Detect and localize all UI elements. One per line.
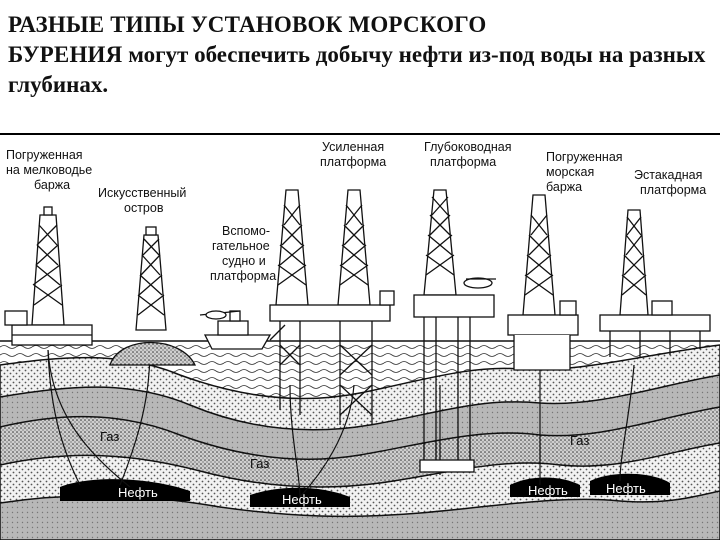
gas-label-3: Газ xyxy=(570,433,589,448)
page-heading: РАЗНЫЕ ТИПЫ УСТАНОВОК МОРСКОГО БУРЕНИЯ м… xyxy=(8,10,712,100)
gas-label-1: Газ xyxy=(100,429,119,444)
auxiliary-vessel xyxy=(199,310,286,350)
label-barge-sea-line-1: Погруженная xyxy=(546,150,623,164)
label-barge-sea: Погруженная морская баржа xyxy=(546,150,623,194)
label-barge-sea-line-3: баржа xyxy=(546,180,582,194)
rig-shallow-barge xyxy=(4,206,93,346)
label-aux-vessel-line-1: Вспомо- xyxy=(222,224,270,238)
label-barge-shallow-line-3: баржа xyxy=(34,178,70,192)
label-artificial-island: Искусственный остров xyxy=(98,186,186,215)
label-deepwater-platform-line-1: Глубоководная xyxy=(424,140,512,154)
label-aux-vessel: Вспомо- гательное судно и платформа xyxy=(210,224,276,283)
label-reinforced-platform-line-2: платформа xyxy=(320,155,386,169)
heading-caps-word: БУРЕНИЯ xyxy=(8,42,123,67)
heading-rest: могут обеспечить добычу нефти из-под вод… xyxy=(8,42,706,97)
label-reinforced-platform: Усиленная платформа xyxy=(320,140,386,169)
oil-label-4: Нефть xyxy=(606,481,646,496)
label-trestle-platform-line-1: Эстакадная xyxy=(634,168,702,182)
oil-pocket-right-1 xyxy=(510,477,580,497)
label-aux-vessel-line-4: платформа xyxy=(210,269,276,283)
rig-trestle-platform xyxy=(599,209,711,357)
oil-pocket-right-2 xyxy=(590,473,670,495)
label-barge-shallow: Погруженная на мелководье баржа xyxy=(6,148,92,192)
oil-pocket-left xyxy=(60,479,190,501)
label-barge-shallow-line-2: на мелководье xyxy=(6,163,92,177)
offshore-drilling-illustration: Газ Газ Газ Нефть Нефть Нефть Нефть xyxy=(0,133,720,542)
rig-artificial-island xyxy=(109,226,197,366)
rig-reinforced-platform xyxy=(269,189,395,425)
rig-sea-barge xyxy=(507,194,579,371)
label-artificial-island-line-2: остров xyxy=(124,201,164,215)
rig-deepwater-platform xyxy=(413,189,496,473)
label-trestle-platform-line-2: платформа xyxy=(640,183,706,197)
label-aux-vessel-line-2: гательное xyxy=(212,239,270,253)
label-barge-sea-line-2: морская xyxy=(546,165,594,179)
label-barge-shallow-line-1: Погруженная xyxy=(6,148,83,162)
gas-label-2: Газ xyxy=(250,456,269,471)
illustration-svg: Газ Газ Газ Нефть Нефть Нефть Нефть xyxy=(0,140,720,540)
oil-pocket-center xyxy=(250,487,350,507)
oil-label-2: Нефть xyxy=(282,492,322,507)
label-reinforced-platform-line-1: Усиленная xyxy=(322,140,384,154)
oil-label-1: Нефть xyxy=(118,485,158,500)
label-aux-vessel-line-3: судно и xyxy=(222,254,266,268)
heading-caps-line: РАЗНЫЕ ТИПЫ УСТАНОВОК МОРСКОГО xyxy=(8,12,487,37)
label-trestle-platform: Эстакадная платформа xyxy=(634,168,706,197)
label-artificial-island-line-1: Искусственный xyxy=(98,186,186,200)
label-deepwater-platform-line-2: платформа xyxy=(430,155,496,169)
label-deepwater-platform: Глубоководная платформа xyxy=(424,140,512,169)
oil-label-3: Нефть xyxy=(528,483,568,498)
